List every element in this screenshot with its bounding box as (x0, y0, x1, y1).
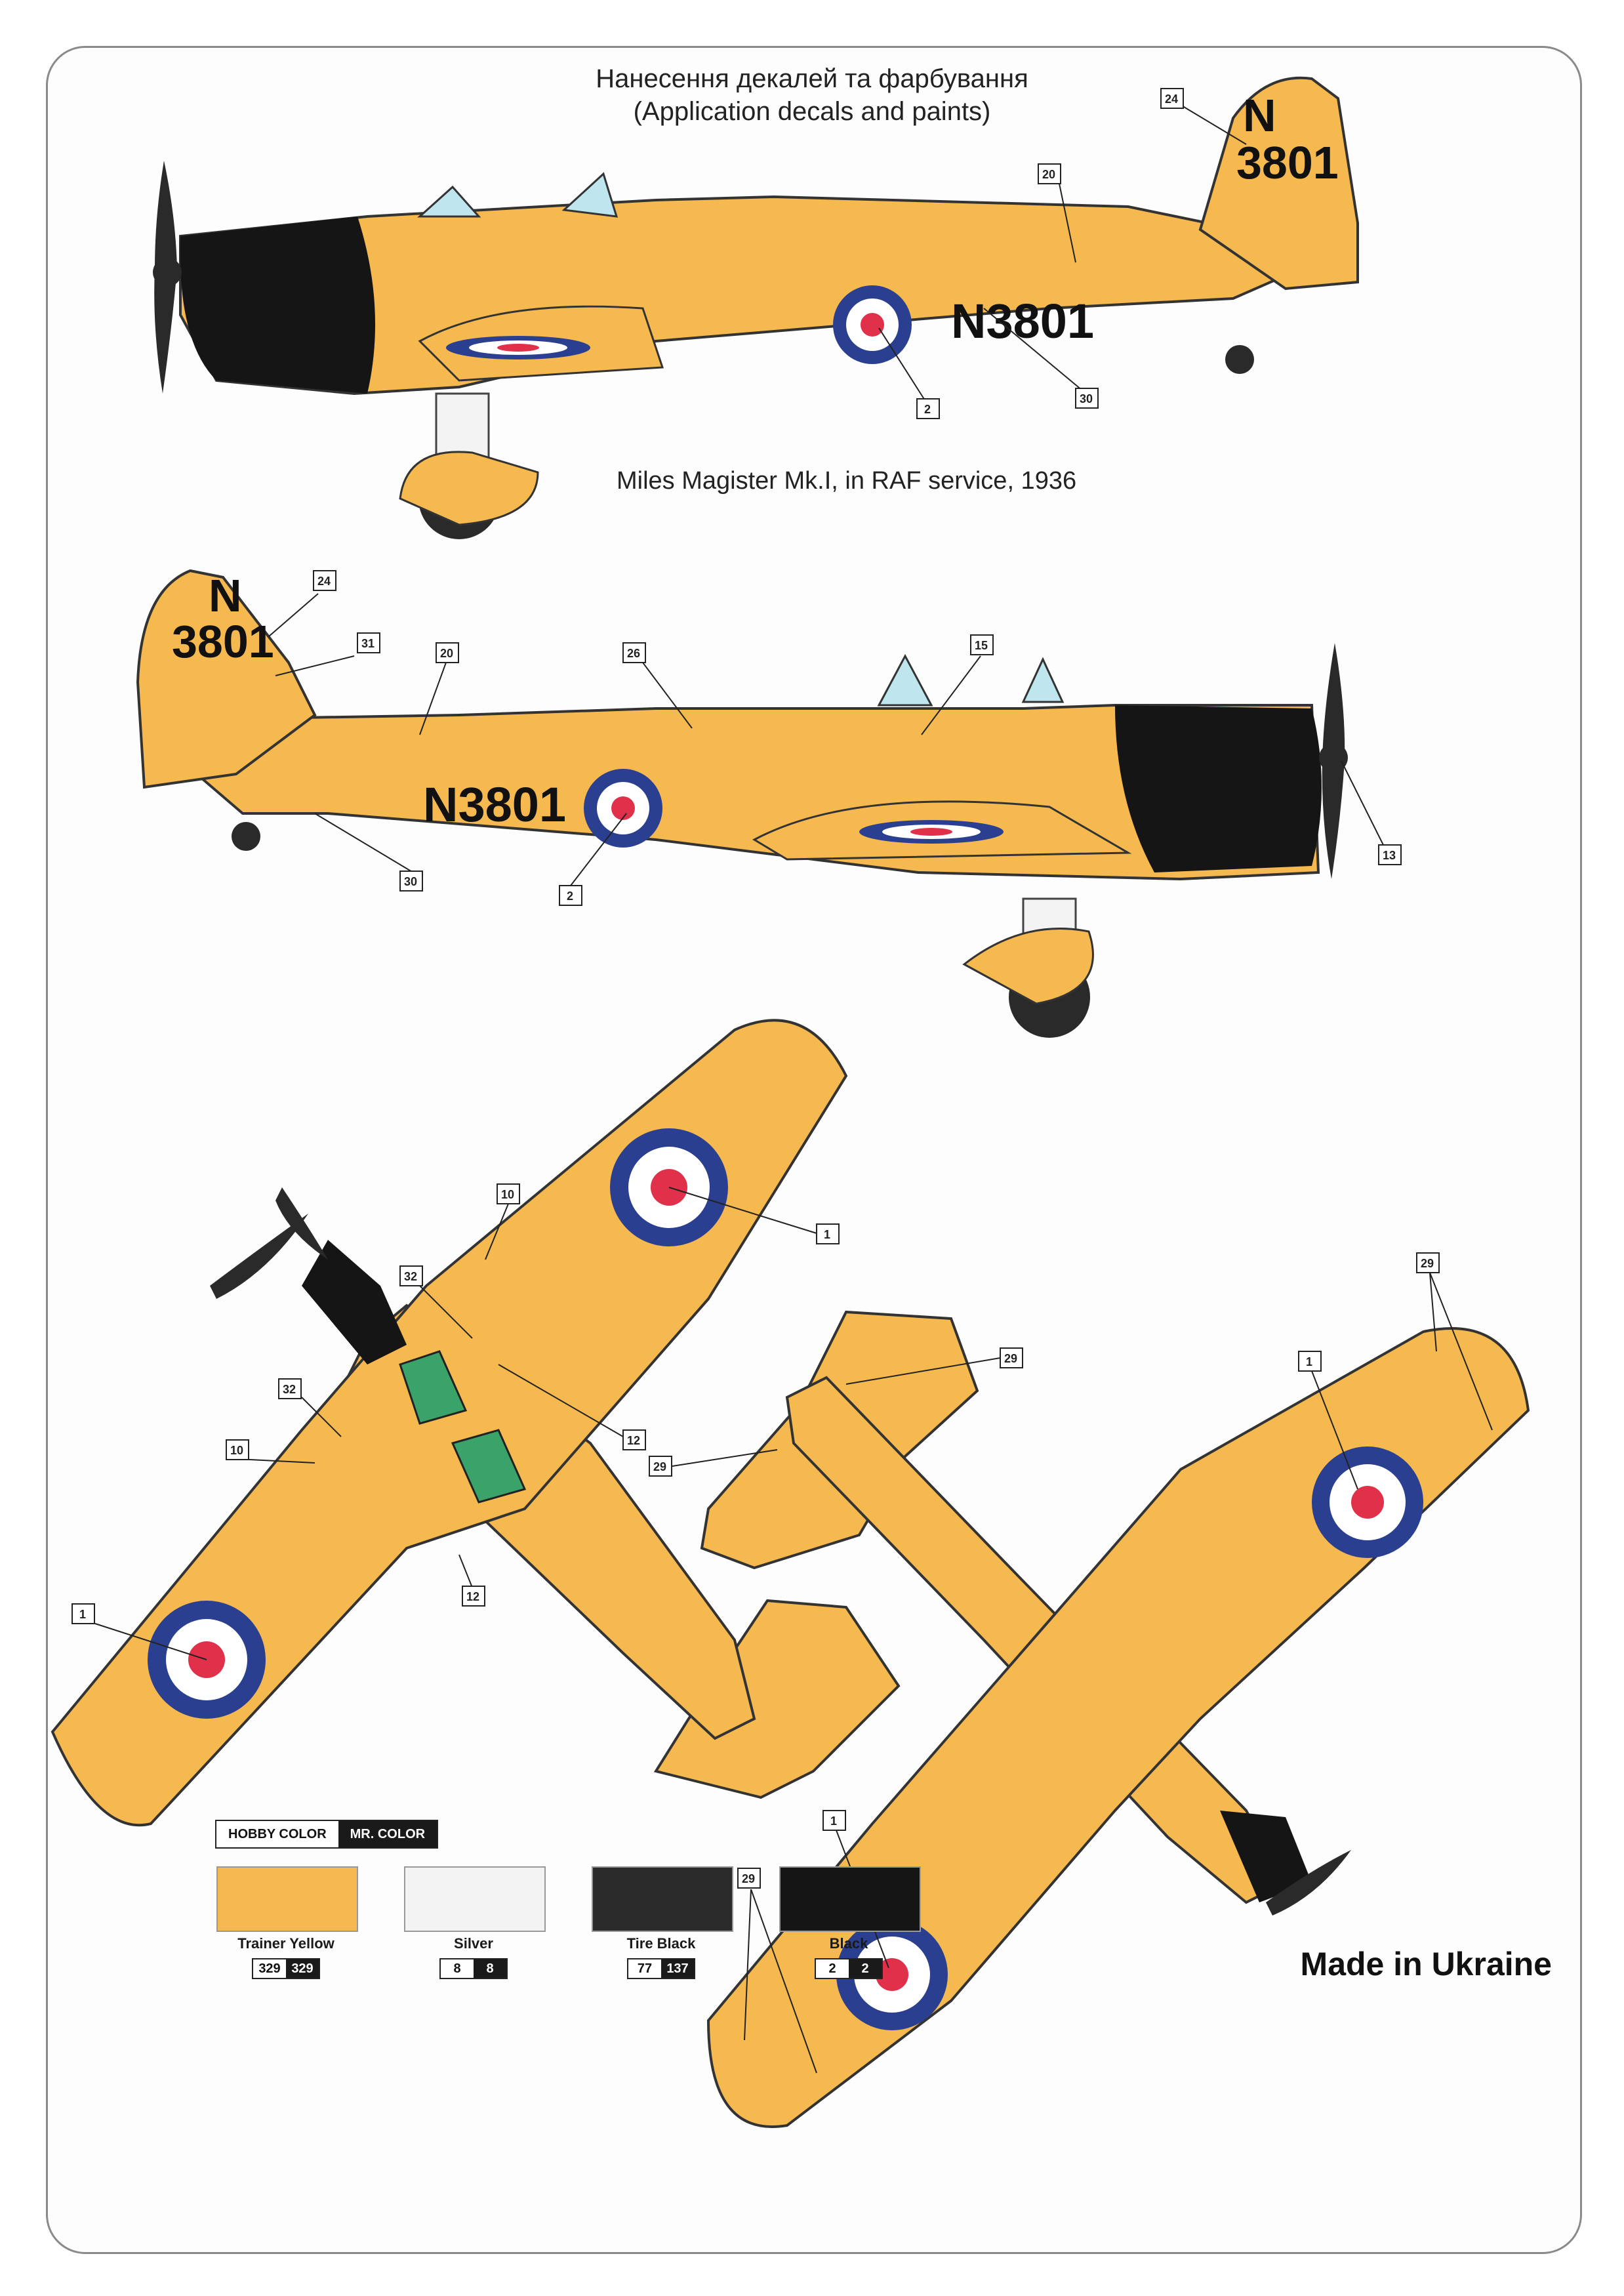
svg-text:30: 30 (1080, 392, 1093, 405)
callout-29-b: 29 (845, 1347, 1023, 1385)
svg-text:29: 29 (742, 1872, 755, 1885)
mr-code: 8 (474, 1959, 506, 1978)
callout-32-b: 32 (278, 1378, 342, 1437)
callout-31: 31 (275, 632, 380, 676)
hobby-color-label: HOBBY COLOR (216, 1821, 338, 1847)
mr-code: 329 (286, 1959, 319, 1978)
svg-text:29: 29 (653, 1460, 666, 1473)
svg-text:2: 2 (924, 403, 931, 416)
hobby-code: 8 (441, 1959, 474, 1978)
callout-13: 13 (1341, 760, 1402, 865)
callout-24-b: 24 (268, 570, 336, 637)
callout-29-c: 29 (649, 1449, 778, 1477)
svg-text:20: 20 (440, 647, 453, 660)
svg-text:15: 15 (975, 639, 988, 652)
svg-text:1: 1 (79, 1608, 86, 1621)
svg-text:N: N (1243, 90, 1276, 141)
top-view: 1 1 10 32 32 10 12 (51, 1019, 901, 1827)
mr-color-label: MR. COLOR (338, 1821, 437, 1847)
svg-text:10: 10 (230, 1444, 243, 1457)
swatch-codes: 77 137 (627, 1958, 695, 1979)
callout-29-d: 29 (737, 1868, 817, 2074)
svg-text:30: 30 (404, 875, 417, 888)
callout-26: 26 (622, 642, 693, 729)
swatch-name: Silver (454, 1935, 493, 1952)
svg-text:24: 24 (317, 575, 331, 588)
swatch-name: Trainer Yellow (237, 1935, 335, 1952)
callout-1-top-right: 1 (668, 1187, 840, 1244)
svg-text:26: 26 (627, 647, 640, 660)
svg-text:N: N (209, 570, 242, 621)
made-in-label: Made in Ukraine (1300, 1946, 1552, 1982)
svg-text:32: 32 (404, 1270, 417, 1283)
callout-32-a: 32 (399, 1265, 473, 1339)
svg-text:29: 29 (1004, 1352, 1017, 1365)
callout-15: 15 (921, 634, 994, 735)
swatch-codes: 8 8 (439, 1958, 508, 1979)
callout-30-a: 30 (983, 308, 1099, 409)
callout-2-a: 2 (878, 327, 940, 419)
title-english: (Application decals and paints) (633, 97, 991, 126)
svg-text:N3801: N3801 (423, 777, 566, 832)
svg-text:32: 32 (283, 1383, 296, 1396)
svg-text:24: 24 (1165, 92, 1178, 106)
svg-text:3801: 3801 (1236, 137, 1339, 188)
callout-24-a: 24 (1160, 88, 1247, 145)
svg-text:12: 12 (466, 1590, 479, 1603)
callout-10-b: 10 (226, 1439, 315, 1464)
callout-10-a: 10 (485, 1183, 520, 1260)
svg-text:N3801: N3801 (951, 294, 1094, 348)
profile-right-view: N3801 N 3801 24 31 20 26 15 (136, 569, 1402, 1038)
hobby-code: 329 (253, 1959, 286, 1978)
hobby-code: 2 (816, 1959, 849, 1978)
svg-text:1: 1 (824, 1228, 830, 1241)
mr-code: 2 (849, 1959, 882, 1978)
swatch-silver (404, 1866, 546, 1932)
profile-left-view: N3801 N 3801 24 20 2 30 (153, 76, 1359, 539)
swatch-codes: 329 329 (252, 1958, 320, 1979)
callout-2-b: 2 (559, 813, 627, 906)
svg-text:29: 29 (1421, 1257, 1434, 1270)
swatch-name: Black (829, 1935, 868, 1952)
title-ukrainian: Нанесення декалей та фарбування (596, 64, 1028, 93)
callout-20-a: 20 (1038, 163, 1076, 263)
callout-30-b: 30 (314, 813, 423, 892)
svg-text:2: 2 (567, 890, 573, 903)
swatch-codes: 2 2 (815, 1958, 883, 1979)
svg-text:12: 12 (627, 1434, 640, 1447)
hobby-code: 77 (628, 1959, 661, 1978)
svg-text:20: 20 (1042, 168, 1055, 181)
swatch-black (779, 1866, 921, 1932)
svg-text:13: 13 (1383, 849, 1396, 862)
svg-text:31: 31 (361, 637, 375, 650)
color-legend-header: HOBBY COLOR MR. COLOR (215, 1820, 439, 1849)
callout-20-b: 20 (419, 642, 459, 735)
svg-text:3801: 3801 (172, 616, 274, 667)
callout-29-a: 29 (1416, 1252, 1493, 1431)
svg-text:10: 10 (501, 1188, 514, 1201)
aircraft-caption: Miles Magister Mk.I, in RAF service, 193… (617, 467, 1077, 495)
swatch-trainer-yellow (216, 1866, 358, 1932)
swatch-name: Tire Black (626, 1935, 696, 1952)
callout-1-bottom-right: 1 (1298, 1351, 1358, 1490)
callout-1-top-left: 1 (71, 1603, 207, 1660)
swatch-tire-black (592, 1866, 733, 1932)
callout-12-a: 12 (498, 1364, 646, 1450)
mr-code: 137 (661, 1959, 694, 1978)
svg-text:1: 1 (830, 1814, 837, 1828)
callout-12-b: 12 (458, 1554, 485, 1607)
svg-text:1: 1 (1306, 1355, 1312, 1368)
